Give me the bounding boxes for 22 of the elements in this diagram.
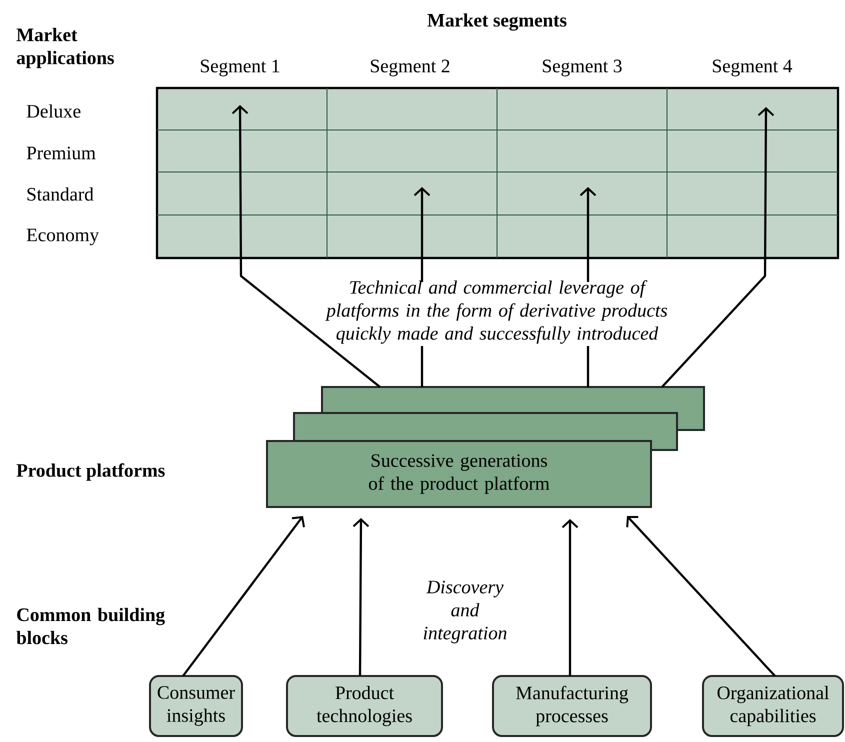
axis-heading: Common building blocks <box>16 608 165 644</box>
axis-heading: Market segments <box>427 13 566 31</box>
arrow <box>562 519 578 676</box>
building-block-box: Product technologies <box>286 675 443 737</box>
axis-label: Standard <box>27 187 94 201</box>
annotation-text: Discovery and integration <box>424 580 506 644</box>
axis-label: Deluxe <box>26 104 80 118</box>
market-grid <box>156 86 840 260</box>
axis-heading: Market applications <box>16 28 114 68</box>
arrow <box>232 105 381 388</box>
arrow <box>182 516 305 677</box>
axis-label: Premium <box>26 146 96 160</box>
platform-box: Successive generations of the product platform <box>266 440 652 508</box>
axis-label: Economy <box>26 228 99 246</box>
arrow <box>626 516 776 677</box>
building-block-box: Manufacturing processes <box>492 675 652 737</box>
building-block-box: Organizational capabilities <box>702 675 844 737</box>
axis-heading: Product platforms <box>16 463 165 481</box>
building-block-box: Consumer insights <box>149 675 243 737</box>
arrow <box>661 107 774 388</box>
annotation-text: Technical and commercial leverage of platforms in the form of derivative products quickly made and successfully introduced <box>325 280 668 346</box>
arrow <box>352 518 370 676</box>
